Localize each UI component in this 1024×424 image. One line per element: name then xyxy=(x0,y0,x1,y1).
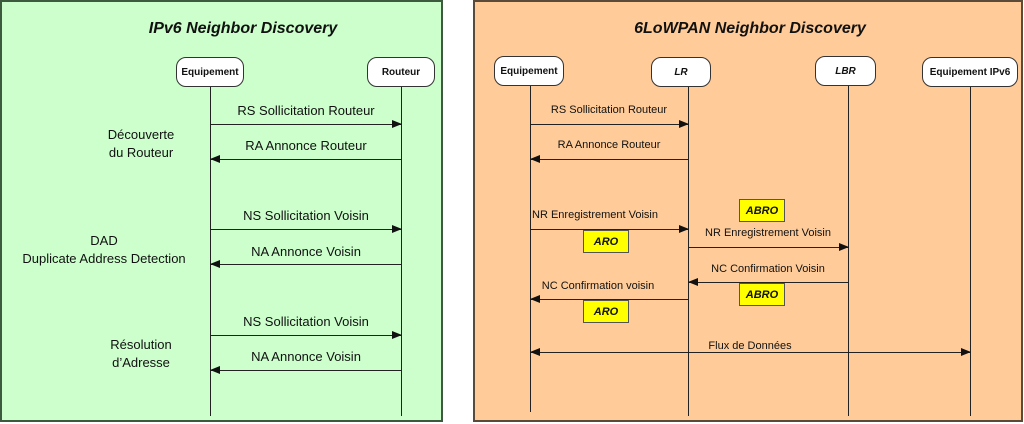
msg-arrow-rs xyxy=(211,120,402,128)
msg-arrow-nr-1 xyxy=(531,225,689,233)
msg-arrow-nc-1 xyxy=(688,278,848,286)
lifeline-equipement xyxy=(530,86,531,412)
msg-arrow-na-dad xyxy=(210,260,401,268)
6lowpan-nd-title: 6LoWPAN Neighbor Discovery xyxy=(634,20,866,37)
actor-routeur: Routeur xyxy=(367,57,435,87)
msg-label-ns-dad: NS Sollicitation Voisin xyxy=(243,208,369,223)
actor-equipement: Equipement xyxy=(494,56,564,86)
msg-arrow-na-res xyxy=(210,366,401,374)
phase-line: Duplicate Address Detection xyxy=(22,251,186,266)
msg-label-na-dad: NA Annonce Voisin xyxy=(251,244,361,259)
msg-label-ns-res: NS Sollicitation Voisin xyxy=(243,314,369,329)
msg-label-data-flow: Flux de Données xyxy=(708,340,792,352)
phase-router-discovery: Découverte du Routeur xyxy=(108,126,174,162)
lifeline-lr xyxy=(688,87,689,416)
msg-label-nr-1: NR Enregistrement Voisin xyxy=(532,209,658,221)
phase-dad: DAD Duplicate Address Detection xyxy=(22,232,185,268)
msg-arrow-data-flow xyxy=(530,348,971,356)
phase-line: Découverte xyxy=(107,127,175,142)
msg-arrow-rs xyxy=(531,120,689,128)
lifeline-routeur xyxy=(401,87,402,416)
tag-aro-nr: ARO xyxy=(583,230,629,253)
msg-label-ra: RA Annonce Routeur xyxy=(245,138,367,153)
msg-arrow-ra xyxy=(210,155,401,163)
msg-arrow-ra xyxy=(530,155,688,163)
msg-label-ra: RA Annonce Routeur xyxy=(557,139,661,151)
msg-arrow-ns-res xyxy=(211,331,402,339)
lifeline-lbr xyxy=(848,86,849,416)
actor-equipement: Equipement xyxy=(176,57,244,87)
phase-line: d’Adresse xyxy=(112,355,170,370)
tag-aro-nc: ARO xyxy=(583,300,629,323)
lifeline-equipement-ipv6 xyxy=(970,87,971,416)
phase-line: DAD xyxy=(90,233,118,248)
actor-lr: LR xyxy=(651,57,711,87)
phase-address-resolution: Résolution d’Adresse xyxy=(110,336,171,372)
msg-label-nc-1: NC Confirmation Voisin xyxy=(711,263,825,275)
actor-lbr: LBR xyxy=(815,56,876,86)
actor-equipement-ipv6: Equipement IPv6 xyxy=(922,57,1018,87)
tag-abro-nr: ABRO xyxy=(739,199,785,222)
lifeline-equipement xyxy=(210,87,211,416)
msg-label-na-res: NA Annonce Voisin xyxy=(251,349,361,364)
msg-arrow-ns-dad xyxy=(211,225,402,233)
msg-label-rs: RS Sollicitation Routeur xyxy=(550,104,668,116)
msg-label-nr-2: NR Enregistrement Voisin xyxy=(705,227,831,239)
tag-abro-nc: ABRO xyxy=(739,283,785,306)
msg-label-nc-2: NC Confirmation voisin xyxy=(541,280,655,292)
phase-line: du Routeur xyxy=(108,145,174,160)
msg-label-rs: RS Sollicitation Routeur xyxy=(237,103,375,118)
msg-arrow-nr-2 xyxy=(689,243,849,251)
msg-arrow-nc-2 xyxy=(530,295,688,303)
phase-line: Résolution xyxy=(110,337,172,352)
ipv6-nd-title: IPv6 Neighbor Discovery xyxy=(148,20,338,37)
